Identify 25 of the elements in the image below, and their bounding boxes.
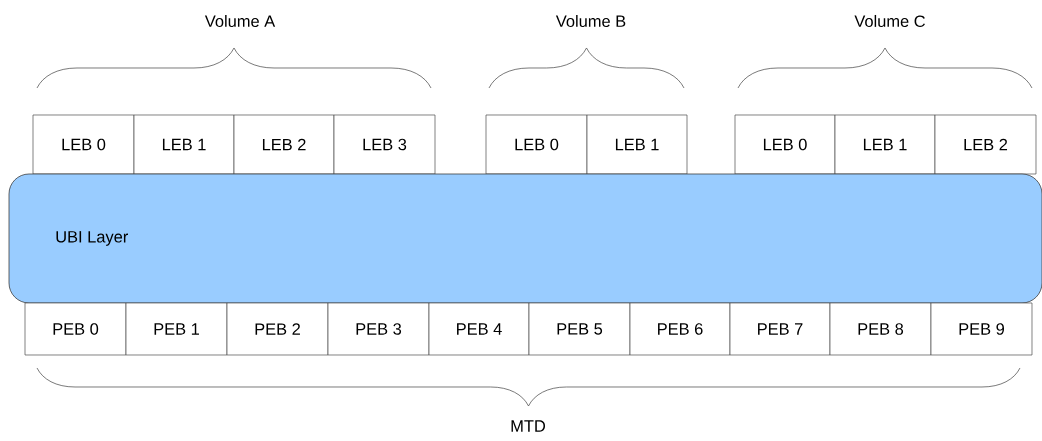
block-cell: LEB 3 (333, 114, 436, 175)
block-cell: PEB 2 (226, 302, 329, 356)
block-cell: PEB 3 (327, 302, 430, 356)
block-cell: PEB 5 (528, 302, 631, 356)
block-cell: LEB 1 (586, 114, 688, 175)
block-cell: LEB 2 (934, 114, 1037, 175)
group-label: Volume A (204, 14, 276, 28)
block-cell: PEB 9 (930, 302, 1033, 356)
block-cell: PEB 1 (125, 302, 228, 356)
block-cell: LEB 2 (233, 114, 335, 175)
group-label: MTD (511, 420, 545, 432)
block-cell: LEB 1 (133, 114, 235, 175)
block-cell: PEB 0 (24, 302, 127, 356)
block-cell: PEB 6 (629, 302, 731, 356)
block-cell: PEB 7 (729, 302, 831, 356)
block-cell: LEB 0 (734, 114, 836, 175)
group-label: Volume B (555, 14, 626, 28)
layer-band (8, 173, 1042, 304)
layer-label: UBI Layer (56, 231, 128, 246)
block-cell: PEB 8 (829, 302, 932, 356)
block-cell: LEB 1 (834, 114, 936, 175)
block-cell: LEB 0 (485, 114, 588, 175)
block-cell: PEB 4 (428, 302, 530, 356)
block-cell: LEB 0 (32, 114, 135, 175)
group-label: Volume C (854, 14, 925, 28)
